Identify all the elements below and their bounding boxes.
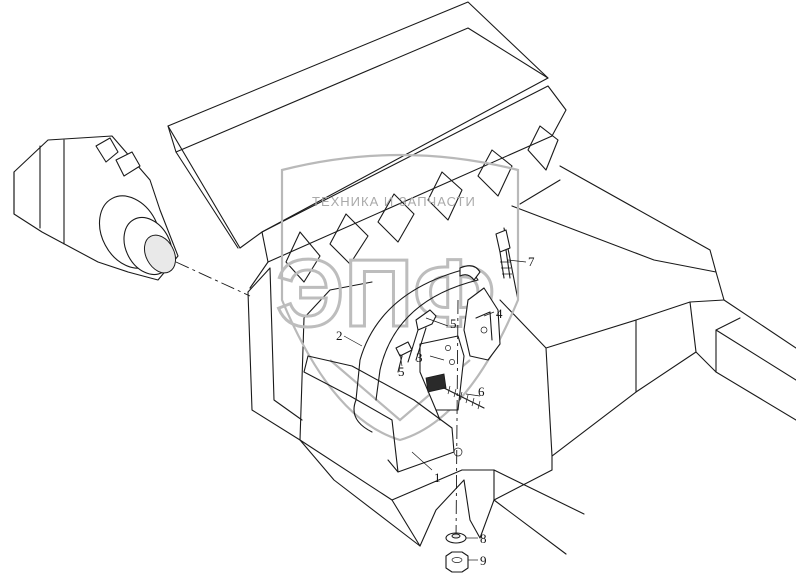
center-axis-line — [175, 261, 251, 297]
part-1-base-plate — [303, 355, 463, 473]
callout-9: 9 — [480, 553, 487, 568]
part-2-curved-strap — [353, 265, 481, 433]
part-7-long-bolt — [495, 229, 512, 279]
part-5-bolts — [395, 309, 437, 373]
housing — [167, 1, 796, 555]
callout-3: 3 — [416, 350, 423, 365]
callout-7: 7 — [528, 254, 535, 269]
callout-6: 6 — [478, 384, 485, 399]
part-9-nut — [445, 551, 469, 573]
cylinder-assembly — [13, 135, 179, 281]
callout-4: 4 — [496, 306, 503, 321]
leader-lines — [343, 259, 527, 561]
callout-2: 2 — [336, 328, 343, 343]
watermark: ТЕХНИКА И ЗАПЧАСТИ ЭПФ — [275, 153, 520, 442]
callout-8: 8 — [480, 531, 487, 546]
watermark-letters: ЭПФ — [276, 240, 495, 347]
callout-1: 1 — [434, 470, 441, 485]
bolt-axis-line — [455, 299, 459, 541]
part-4-hinge-bracket — [463, 287, 501, 361]
callouts: 1 2 3 4 5 5 6 7 8 9 — [336, 254, 535, 568]
part-8-washer — [445, 532, 467, 544]
callout-5b: 5 — [398, 364, 405, 379]
callout-5a: 5 — [450, 316, 457, 331]
part-6-spring — [443, 385, 485, 410]
watermark-company-text: ТЕХНИКА И ЗАПЧАСТИ — [312, 194, 476, 209]
part-3-clamp-plate — [419, 335, 465, 421]
